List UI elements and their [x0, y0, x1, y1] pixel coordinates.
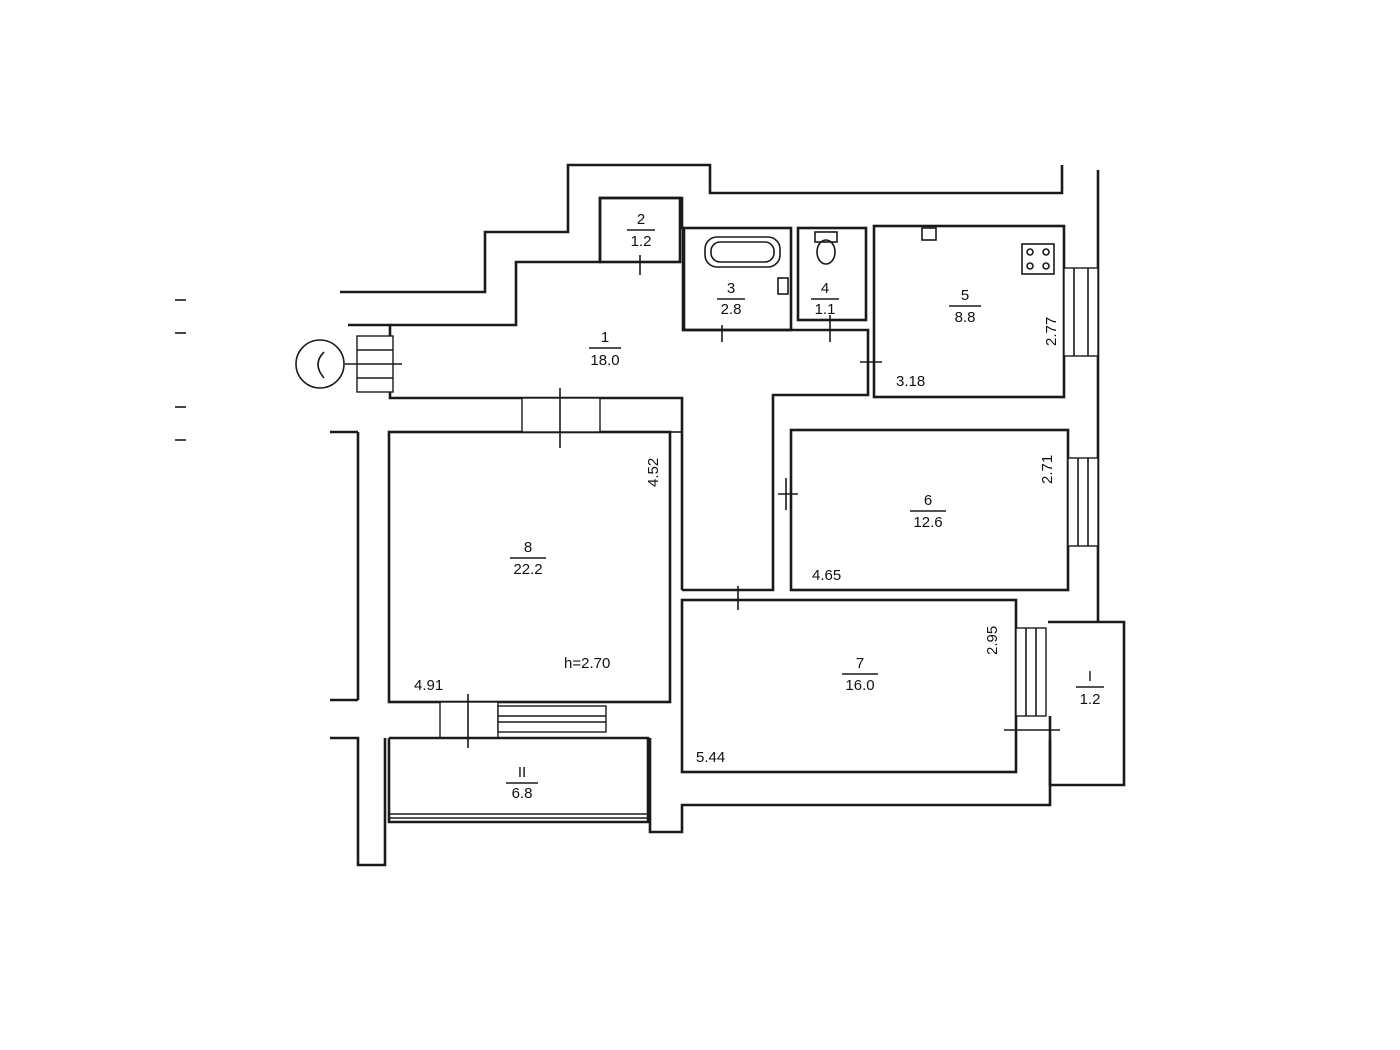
svg-text:2: 2	[637, 211, 645, 228]
room-I-outline	[1048, 620, 1126, 787]
room-7-outline	[680, 586, 1060, 774]
room-label-II: II 6.8	[506, 764, 538, 802]
dim-room7-depth: 2.95	[984, 626, 1001, 655]
svg-text:6.8: 6.8	[512, 785, 533, 802]
ceiling-height: h=2.70	[564, 655, 610, 672]
svg-text:3: 3	[727, 280, 735, 297]
dim-room6-width: 4.65	[812, 567, 841, 584]
room-II-outline	[387, 736, 650, 824]
room-8-outline	[387, 388, 682, 748]
room-4-outline	[796, 226, 868, 342]
room-1-outline	[295, 196, 870, 430]
dim-room7-width: 5.44	[696, 749, 725, 766]
svg-text:6: 6	[924, 492, 932, 509]
svg-text:1.1: 1.1	[815, 301, 836, 318]
room-label-I: I 1.2	[1076, 668, 1104, 708]
svg-text:5: 5	[961, 287, 969, 304]
svg-text:4: 4	[821, 280, 829, 297]
room-3-outline	[682, 226, 793, 342]
svg-text:22.2: 22.2	[513, 561, 542, 578]
dim-room8-width: 4.91	[414, 677, 443, 694]
room-label-2: 2 1.2	[627, 211, 655, 250]
svg-text:2.8: 2.8	[721, 301, 742, 318]
room-5-outline	[860, 224, 1099, 399]
dim-room5-depth: 2.77	[1043, 317, 1060, 346]
svg-text:II: II	[518, 764, 526, 781]
room-label-3: 3 2.8	[717, 280, 745, 318]
room-6-outline	[682, 428, 1099, 592]
svg-text:7: 7	[856, 655, 864, 672]
room-label-4: 4 1.1	[811, 280, 839, 318]
svg-text:1: 1	[601, 329, 609, 346]
room-2-outline	[598, 196, 682, 275]
svg-text:16.0: 16.0	[845, 677, 874, 694]
svg-text:1.2: 1.2	[1080, 691, 1101, 708]
room-label-5: 5 8.8	[949, 287, 981, 326]
gas-riser-icon	[295, 339, 345, 389]
stove-icon	[1021, 243, 1055, 275]
room-label-1: 1 18.0	[589, 329, 621, 369]
room-label-7: 7 16.0	[842, 655, 878, 694]
outer-walls	[175, 163, 1100, 867]
dim-room6-depth: 2.71	[1039, 455, 1056, 484]
svg-text:12.6: 12.6	[913, 514, 942, 531]
room-label-8: 8 22.2	[510, 539, 546, 578]
room-label-6: 6 12.6	[910, 492, 946, 531]
svg-text:I: I	[1088, 668, 1092, 685]
svg-text:8.8: 8.8	[955, 309, 976, 326]
dim-room5-width: 3.18	[896, 373, 925, 390]
svg-text:1.2: 1.2	[631, 233, 652, 250]
svg-text:18.0: 18.0	[590, 352, 619, 369]
svg-text:8: 8	[524, 539, 532, 556]
dim-room8-depth: 4.52	[645, 458, 662, 487]
